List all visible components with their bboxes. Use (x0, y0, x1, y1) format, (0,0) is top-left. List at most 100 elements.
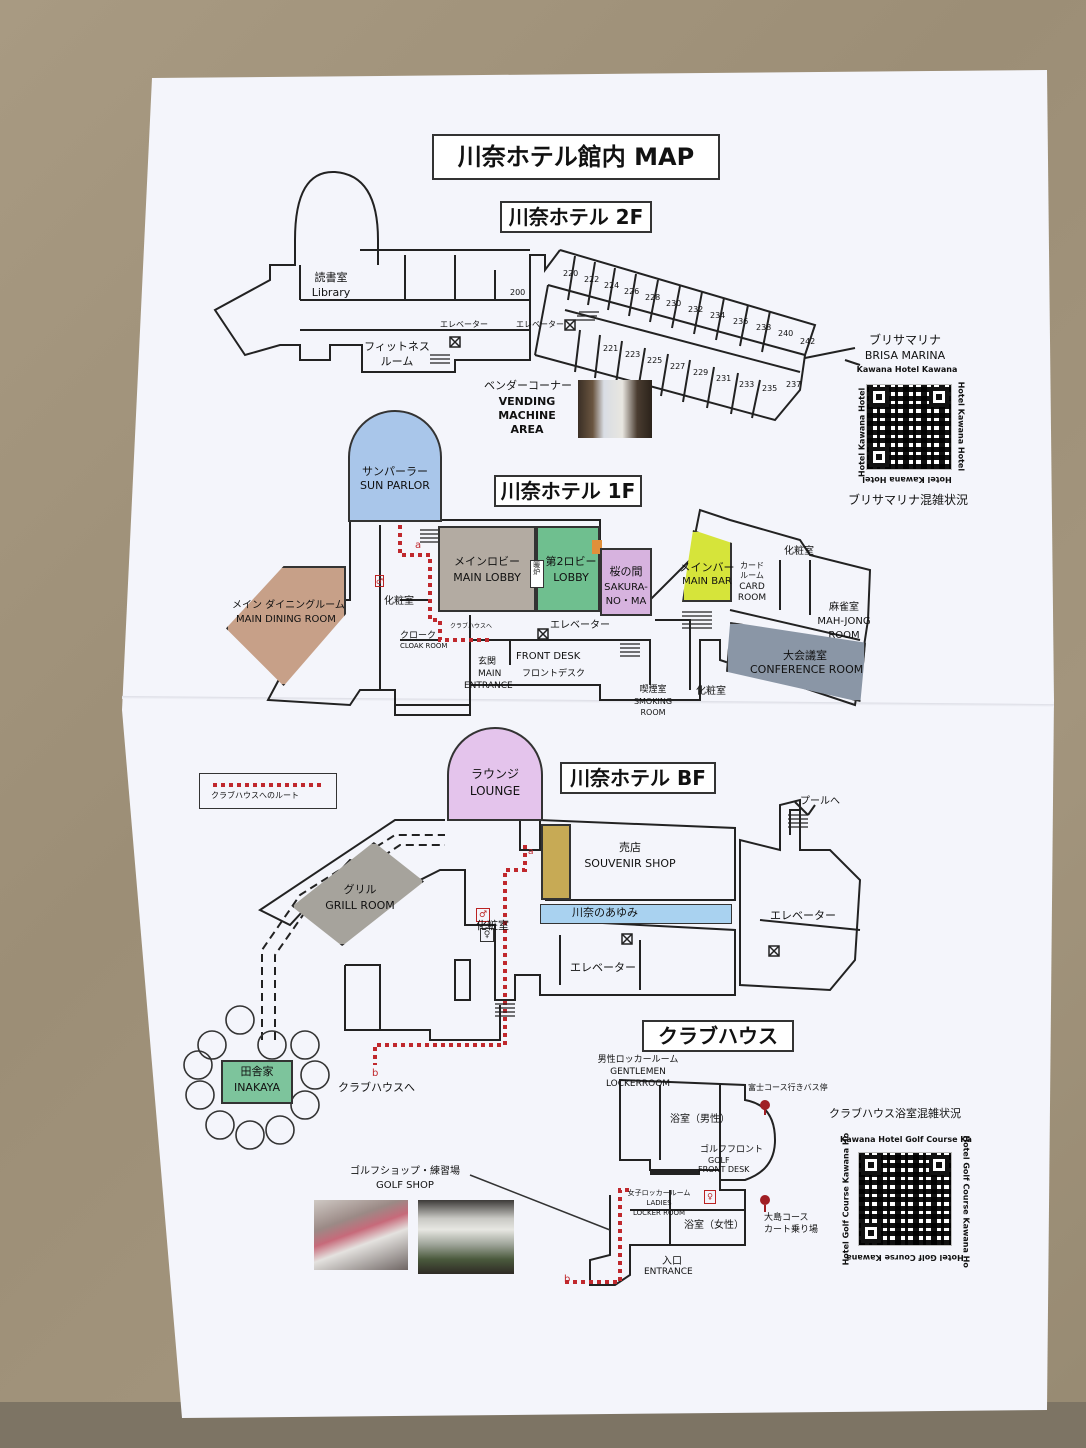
golf-shop-label-jp: ゴルフショップ・練習場 (350, 1166, 460, 1177)
room-200: 200 (510, 288, 526, 297)
entrance-label-en-1: MAIN (478, 669, 502, 679)
room-221: 221 (603, 344, 619, 353)
lounge-label-en: LOUNGE (469, 784, 521, 798)
room-224: 224 (604, 281, 620, 290)
clubhouse-heading: クラブハウス (642, 1020, 794, 1052)
room-223: 223 (625, 350, 641, 359)
inakaya-label-jp: 田舎家 (240, 1065, 274, 1078)
men-locker-label-en-2: LOCKERROOM (605, 1079, 671, 1089)
cloak-label-en: CLOAK ROOM (400, 642, 448, 650)
sakura-label-en-2: NO・MA (605, 596, 647, 607)
restroom-1f-2-label: 化粧室 (784, 546, 814, 557)
golf-front-label-en-2: FRONT DESK (698, 1165, 750, 1174)
brisa-qr-frame-bottom: Hotel Kawana Hotel (862, 474, 952, 484)
conference-label-jp: 大会議室 (783, 649, 827, 662)
lobby-2-label-en: LOBBY (553, 571, 589, 584)
route-clubhouse (565, 1188, 630, 1284)
golf-shop-label-en: GOLF SHOP (376, 1180, 434, 1191)
room-229: 229 (693, 368, 709, 377)
route-legend (199, 773, 337, 809)
cloak-label-jp: クローク (400, 631, 437, 641)
room-240: 240 (778, 329, 794, 338)
floor-1f-heading: 川奈ホテル 1F (494, 475, 642, 507)
vending-label-jp: ベンダーコーナー (484, 379, 572, 392)
route-legend-label: クラブハウスへのルート (211, 791, 299, 800)
room-225: 225 (647, 356, 663, 365)
cart-label-2: カート乗り場 (764, 1225, 819, 1235)
entrance-label-jp: 玄関 (478, 657, 497, 667)
ladies-restroom-icon: ♀ (704, 1190, 716, 1204)
ladies-locker-label-en-1: LADIES (646, 1199, 672, 1207)
route-1f (398, 525, 490, 642)
room-236: 236 (733, 317, 749, 326)
fitness-label-2: ルーム (380, 355, 414, 368)
smoking-label-en-1: SMOKING (633, 697, 673, 706)
elevator-2f-label-b: エレベーター (516, 320, 564, 329)
restroom-bf-label: 化粧室 (476, 919, 509, 932)
elevator-bf-label-2: エレベーター (770, 909, 836, 922)
room-232: 232 (688, 305, 704, 314)
golf-shop-photo-2 (418, 1200, 514, 1274)
main-bar-label-en: MAIN BAR (682, 576, 732, 587)
room-234: 234 (710, 311, 726, 320)
marker-b-bf: b (372, 1068, 379, 1079)
marker-b-clubhouse: b (564, 1274, 571, 1285)
card-room-label-jp-2: ルーム (740, 571, 764, 580)
dining-label-jp: メイン ダイニングルーム (232, 600, 345, 611)
floor-bf-heading: 川奈ホテル BF (560, 762, 716, 794)
brisa-qr-frame-right: Hotel Kawana Hotel (956, 381, 966, 472)
vending-label-en-3: AREA (510, 423, 544, 436)
sakura-label-en-1: SAKURA- (604, 582, 648, 593)
front-desk-label-en: FRONT DESK (516, 651, 581, 662)
sun-parlor-label-en: SUN PARLOR (360, 479, 430, 492)
grill-label-en: GRILL ROOM (325, 899, 395, 912)
lobby-2-room (536, 526, 600, 612)
main-lobby-label-en: MAIN LOBBY (453, 571, 521, 584)
golf-shop-photo-1 (314, 1200, 408, 1270)
room-226: 226 (624, 287, 640, 296)
fitness-label: フィットネス (364, 340, 430, 353)
entrance-label-en-2: ENTRANCE (464, 681, 513, 691)
room-222: 222 (584, 275, 600, 284)
inakaya-label-en: INAKAYA (233, 1081, 281, 1094)
main-lobby-label-jp: メインロビー (454, 555, 520, 568)
floor-2f-heading: 川奈ホテル 2F (500, 201, 652, 233)
mahjong-label-en-1: MAH-JONG (817, 616, 871, 627)
restroom-1f-label: 化粧室 (384, 596, 414, 607)
mahjong-label-en-2: ROOM (828, 630, 860, 641)
souvenir-shop-label-jp: 売店 (619, 841, 641, 854)
room-233: 233 (739, 380, 755, 389)
elevator-1f-label: エレベーター (550, 620, 610, 631)
restroom-bf-icons: ♂ ♀ (476, 902, 512, 942)
vending-label-en-2: MACHINE (498, 409, 556, 422)
room-230: 230 (666, 299, 682, 308)
room-235: 235 (762, 384, 778, 393)
lounge-label-jp: ラウンジ (470, 767, 519, 781)
souvenir-shop-label-en: SOUVENIR SHOP (584, 857, 676, 870)
brisa-label-jp: ブリサマリナ (868, 333, 941, 347)
marker-a-1f: a (415, 540, 422, 551)
clubhouse-qr-frame-bottom: Hotel Golf Course Kawana (846, 1252, 964, 1262)
brisa-status-caption: ブリサマリナ混雑状況 (847, 493, 968, 507)
men-locker-label-en-1: GENTLEMEN (610, 1067, 666, 1077)
brisa-qr-code[interactable] (866, 384, 952, 470)
to-clubhouse-label: クラブハウスへ (338, 1081, 415, 1094)
clubhouse-entrance-label-jp: 入口 (662, 1256, 682, 1267)
room-231: 231 (716, 374, 732, 383)
room-227: 227 (670, 362, 686, 371)
lounge-room (447, 727, 543, 821)
sakura-label-jp: 桜の間 (609, 565, 643, 578)
ladies-locker-label-jp: 女子ロッカールーム (627, 1189, 691, 1197)
pool-label: プールへ (800, 796, 840, 807)
smoking-label-jp: 喫煙室 (639, 685, 667, 695)
golf-front-label-en-1: GOLF (708, 1156, 730, 1165)
conference-label-en: CONFERENCE ROOM (750, 663, 864, 676)
dining-label-en: MAIN DINING ROOM (236, 614, 336, 625)
room-242: 242 (800, 337, 816, 346)
souvenir-shop-accent (541, 824, 571, 900)
clubhouse-qr-code[interactable] (858, 1152, 952, 1246)
sakura-room (600, 548, 652, 616)
clubhouse-qr-frame-left: Hotel Golf Course Kawana Ho (841, 1132, 851, 1266)
elevator-bf-label-1: エレベーター (570, 961, 636, 974)
